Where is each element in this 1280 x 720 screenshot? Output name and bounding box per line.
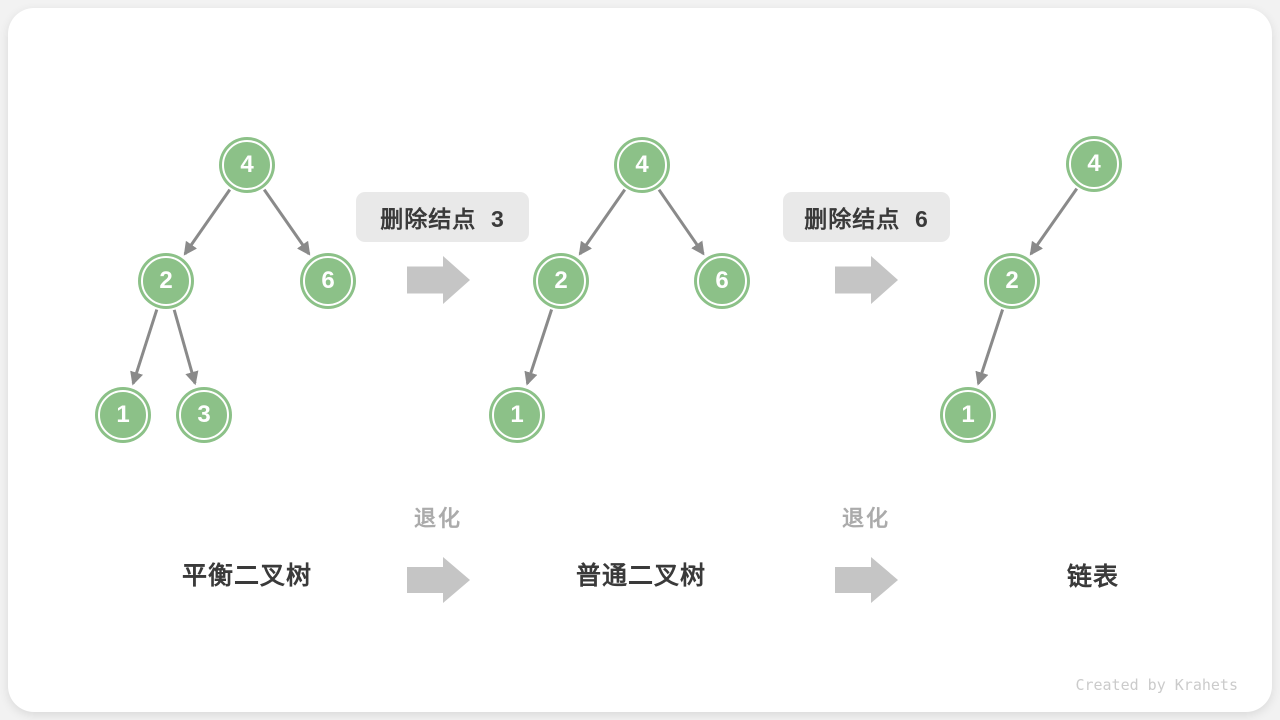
transition-arrow-2-icon	[835, 256, 898, 304]
degrade-label-2: 退化	[841, 506, 891, 531]
balanced-tree-node-1: 1	[98, 390, 148, 440]
ordinary-tree-node-2: 2	[536, 256, 586, 306]
edge-balanced-2-3	[172, 309, 199, 386]
linked-list-node-1: 1	[943, 390, 993, 440]
delete-node-3-label: 删除结点 3	[356, 192, 529, 242]
balanced-tree-node-4: 4	[222, 140, 272, 190]
balanced-tree-node-6: 6	[303, 256, 353, 306]
linked-list-title: 链表	[1066, 563, 1120, 591]
balanced-tree-node-3: 3	[179, 390, 229, 440]
edge-balanced-2-1	[130, 309, 159, 386]
degrade-arrow-2-icon	[835, 557, 898, 603]
degrade-label-1: 退化	[413, 506, 463, 531]
transition-arrow-1-icon	[407, 256, 470, 304]
edge-balanced-4-2	[183, 188, 232, 256]
degrade-arrow-1-icon	[407, 557, 470, 603]
ordinary-tree-node-4: 4	[617, 140, 667, 190]
delete-node-6-label: 删除结点 6	[783, 192, 950, 242]
ordinary-tree-node-6: 6	[697, 256, 747, 306]
edge-balanced-4-6	[262, 188, 311, 256]
edge-ordinary-4-2	[578, 188, 627, 256]
edge-ordinary-2-1	[524, 309, 554, 386]
edge-list-4-2	[1029, 187, 1079, 256]
balanced-tree-node-2: 2	[141, 256, 191, 306]
edge-list-2-1	[975, 309, 1005, 386]
linked-list-node-2: 2	[987, 256, 1037, 306]
edge-ordinary-4-6	[657, 188, 705, 256]
diagram-card	[8, 8, 1272, 712]
ordinary-tree-node-1: 1	[492, 390, 542, 440]
linked-list-node-4: 4	[1069, 139, 1119, 189]
balanced-tree-title: 平衡二叉树	[181, 562, 313, 590]
watermark-credit: Created by Krahets	[1075, 676, 1238, 694]
ordinary-tree-title: 普通二叉树	[575, 562, 707, 590]
